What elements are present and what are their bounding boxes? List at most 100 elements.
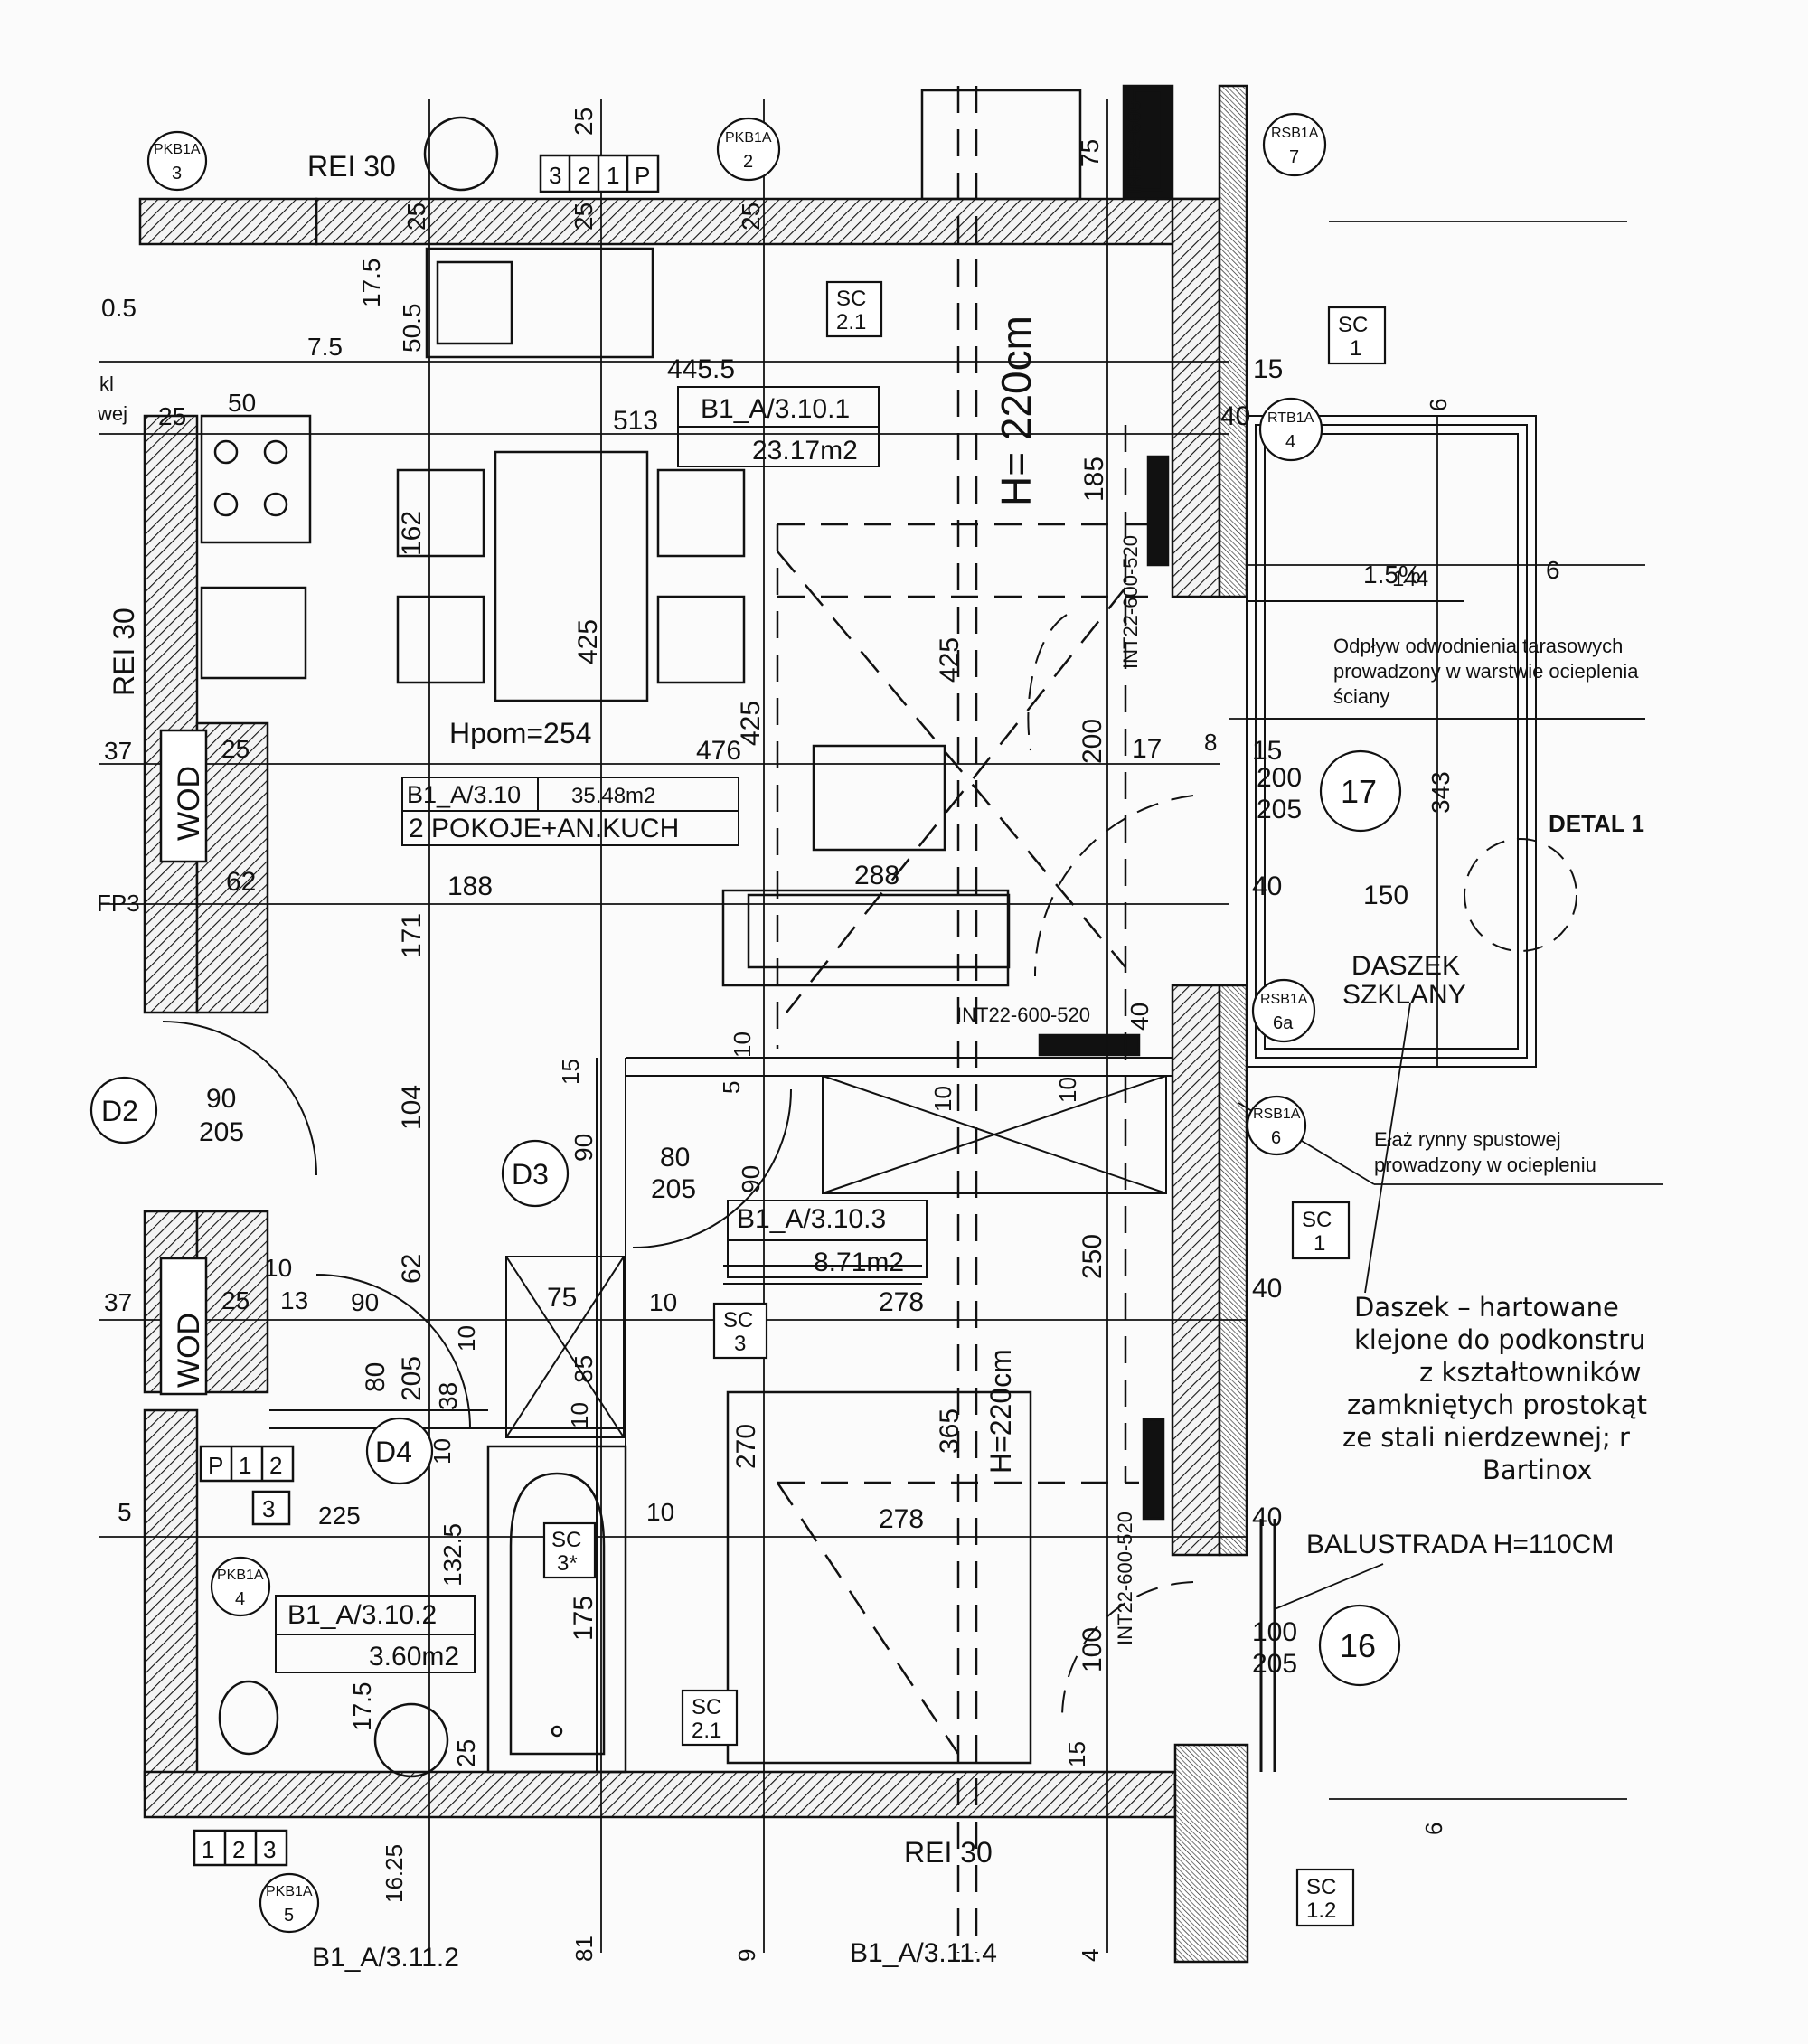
chair-4 xyxy=(656,595,746,684)
main-height: Hpom=254 xyxy=(449,717,591,749)
tag-rsb6-title: RSB1A xyxy=(1253,1107,1301,1122)
dim-476: 476 xyxy=(696,736,741,766)
dim-10-e: 10 xyxy=(929,1086,956,1112)
slope-label: 1.5% xyxy=(1363,560,1421,589)
dim-16-25: 16.25 xyxy=(381,1844,408,1903)
insulation-right-mid xyxy=(1218,984,1248,1557)
note-daszek-6: Bartinox xyxy=(1483,1455,1592,1485)
room-labels: B1_A/3.10.1 23.17m2 B1_A/3.10 35.48m2 2 … xyxy=(275,386,997,1973)
chair-1 xyxy=(396,468,485,558)
door-d3-w: 80 xyxy=(660,1143,690,1173)
detal-label: DETAL 1 xyxy=(1549,810,1644,837)
tag-sc21b-num: 2.1 xyxy=(692,1719,721,1743)
wall-shaft-1 xyxy=(195,721,269,1014)
rei30-bottom: REI 30 xyxy=(904,1836,993,1869)
door-d4-h: 205 xyxy=(397,1356,427,1401)
dim-25-wod-2: 25 xyxy=(221,1286,250,1314)
toilet xyxy=(218,1680,279,1756)
dim-25-bath: 25 xyxy=(452,1739,480,1767)
dim-10-g: 10 xyxy=(453,1325,480,1352)
window-16-tag: 16 xyxy=(1340,1627,1376,1664)
tag-pkb4-num: 4 xyxy=(235,1589,245,1609)
int-bottom: INT22-600-520 xyxy=(1114,1512,1136,1645)
dim-6-c: 6 xyxy=(1420,1823,1447,1835)
sink-top xyxy=(436,260,513,345)
tag-sc12-title: SC xyxy=(1306,1875,1336,1899)
dim-104: 104 xyxy=(397,1085,427,1130)
vent-mid-2: 1 xyxy=(239,1452,251,1479)
dim-6-b: 6 xyxy=(1546,556,1560,584)
dim-15-c: 15 xyxy=(557,1059,584,1085)
rei30-top: REI 30 xyxy=(307,150,396,183)
door-d4-w: 80 xyxy=(361,1362,391,1392)
dim-288: 288 xyxy=(854,861,899,890)
vent-bottom-2: 2 xyxy=(232,1836,245,1863)
dim-40-d: 40 xyxy=(1252,1502,1282,1532)
tag-sc21b-title: SC xyxy=(692,1695,721,1719)
tag-rsb6a-title: RSB1A xyxy=(1260,992,1308,1007)
door-d4-tag: D4 xyxy=(375,1436,412,1468)
table xyxy=(494,450,649,702)
tag-pkb5-title: PKB1A xyxy=(266,1884,313,1899)
dim-90-a: 90 xyxy=(351,1288,379,1316)
walls xyxy=(138,84,1249,1964)
cooktop xyxy=(200,414,312,544)
dim-90-c: 90 xyxy=(737,1165,765,1193)
dim-62-right: 62 xyxy=(397,1254,427,1284)
dim-132-5: 132.5 xyxy=(438,1523,466,1587)
note-odplyw-1: Odpływ odwodnienia tarasowych xyxy=(1333,635,1623,657)
sofa-back xyxy=(747,893,1011,969)
dim-10-h: 10 xyxy=(566,1402,593,1428)
window-17-tag: 17 xyxy=(1341,773,1377,810)
tag-sc1-num: 1 xyxy=(1350,336,1361,361)
dim-150: 150 xyxy=(1363,881,1408,910)
balcony xyxy=(1246,415,1577,1772)
wall-right-upper xyxy=(1171,197,1221,598)
dim-200: 200 xyxy=(1078,719,1107,764)
dim-0-5: 0.5 xyxy=(101,294,137,322)
wall-right-mid xyxy=(1171,984,1221,1557)
tag-sc21-title: SC xyxy=(836,287,866,311)
chair-3 xyxy=(656,468,746,558)
wall-shaft-2 xyxy=(195,1210,269,1394)
wall-top-left xyxy=(138,197,318,246)
insulation-right-upper xyxy=(1218,84,1248,598)
washbasin-bath xyxy=(373,1702,449,1778)
slope-144: 144 xyxy=(1392,567,1428,591)
label-kl: kl xyxy=(99,372,114,395)
wall-left-upper xyxy=(143,414,199,1014)
dim-85: 85 xyxy=(570,1355,598,1383)
window-17-w: 200 xyxy=(1257,763,1302,793)
dim-40-e: 40 xyxy=(1125,1003,1154,1031)
wardrobe xyxy=(425,247,654,359)
balustrada-label: BALUSTRADA H=110CM xyxy=(1306,1530,1614,1559)
main-code: B1_A/3.10 xyxy=(407,781,521,808)
door-tags: D2 90 205 D3 80 205 D4 80 205 xyxy=(89,1076,696,1485)
window-16-h: 205 xyxy=(1252,1649,1297,1679)
dim-425-table: 425 xyxy=(573,619,603,664)
vent-top-4: P xyxy=(635,162,650,189)
tag-sc1b-title: SC xyxy=(1302,1208,1332,1232)
dashed-lines xyxy=(776,86,1148,1953)
annotations: H= 220cm H=220cm REI 30 REI 30 REI 30 IN… xyxy=(97,100,1663,1869)
dim-10-i: 10 xyxy=(428,1438,456,1465)
tag-pkb2-num: 2 xyxy=(743,152,753,172)
dim-5-b: 5 xyxy=(118,1498,132,1526)
dim-7-5: 7.5 xyxy=(307,333,343,361)
radiator-4 xyxy=(1133,89,1163,192)
dimension-lines xyxy=(99,99,1645,1953)
dim-425-right: 425 xyxy=(935,637,965,683)
dim-25-top-1: 25 xyxy=(402,203,430,231)
vent-bottom-3: 3 xyxy=(263,1836,276,1863)
tag-sc21-num: 2.1 xyxy=(836,310,866,334)
dim-75-shower: 75 xyxy=(547,1283,577,1313)
dim-17-5-b: 17.5 xyxy=(348,1682,376,1732)
coffee-table xyxy=(812,744,946,852)
dim-5-a: 5 xyxy=(718,1081,745,1094)
dim-10-a: 10 xyxy=(264,1254,292,1282)
room2-code: B1_A/3.10.3 xyxy=(737,1204,886,1234)
dim-62-left: 62 xyxy=(226,867,256,897)
fridge xyxy=(200,586,307,680)
dim-188: 188 xyxy=(447,871,493,901)
daszek-label-2: SZKLANY xyxy=(1342,980,1466,1010)
